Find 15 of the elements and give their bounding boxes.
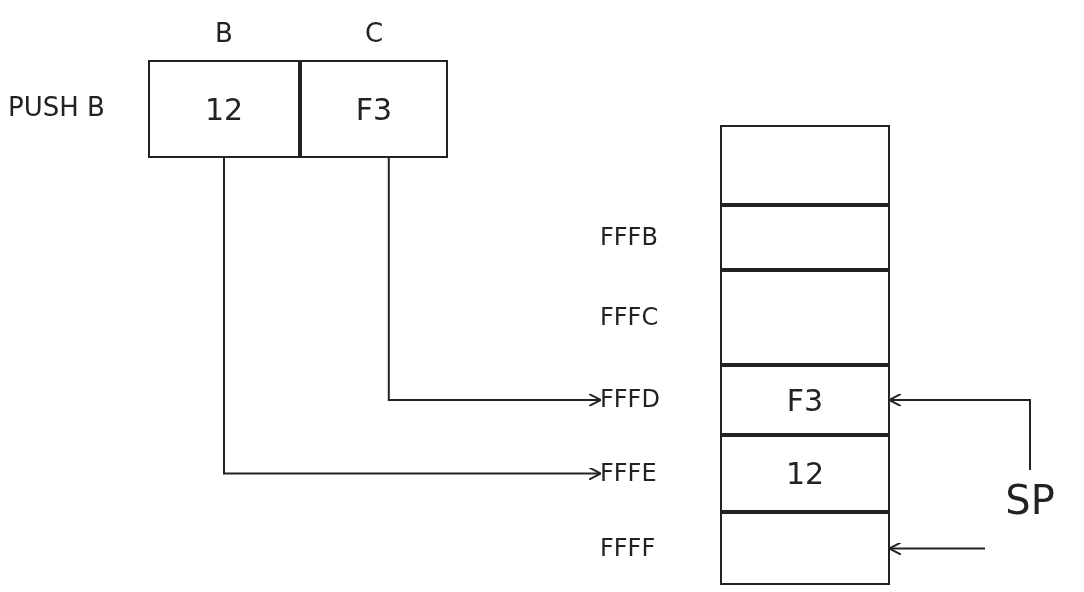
cell-value: F3 bbox=[786, 382, 824, 418]
memory-address: FFFF bbox=[600, 533, 656, 562]
memory-address: FFFC bbox=[600, 302, 659, 331]
arrow bbox=[223, 157, 602, 481]
arrow bbox=[387, 157, 602, 407]
register-name: C bbox=[363, 18, 385, 48]
stack-pointer-label: SP bbox=[985, 470, 1075, 530]
register-name: B bbox=[214, 18, 234, 48]
memory-address: FFFB bbox=[600, 222, 658, 251]
cell-value: 12 bbox=[204, 91, 244, 127]
instruction-label: PUSH B bbox=[8, 92, 105, 122]
cell-value: 12 bbox=[785, 456, 825, 491]
memory-address: FFFD bbox=[600, 385, 660, 413]
cell-value: F3 bbox=[355, 91, 393, 127]
memory-address: FFFE bbox=[600, 458, 657, 487]
